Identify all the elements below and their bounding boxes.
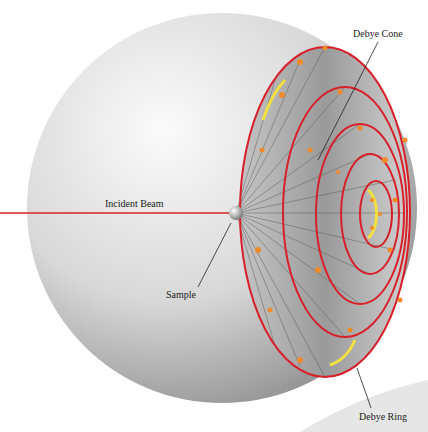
cutaway <box>240 47 410 377</box>
diffraction-spots <box>255 46 408 364</box>
sphere <box>27 13 417 403</box>
callout-label: Sample <box>165 289 197 301</box>
debye-rings <box>240 47 410 377</box>
sample-sphere <box>229 206 243 220</box>
callout-label: Debye Cone <box>352 28 404 40</box>
yellow-arcs <box>263 80 377 365</box>
incident-beam <box>0 212 230 214</box>
callout-label: Incident Beam <box>104 198 165 210</box>
leader-lines <box>198 42 378 408</box>
callout-label: Debye Ring <box>358 411 408 423</box>
